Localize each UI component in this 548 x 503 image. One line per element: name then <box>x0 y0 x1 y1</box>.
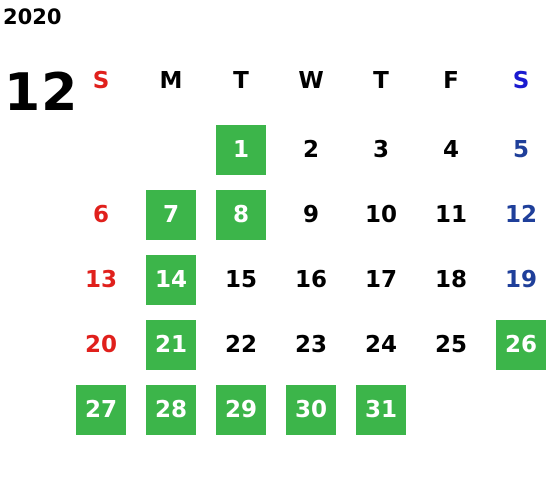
day-cell: 17 <box>364 267 397 293</box>
day-cell: 16 <box>294 267 327 293</box>
weekday-monday: M <box>159 68 183 94</box>
day-cell: 27 <box>76 385 126 435</box>
day-cell: 19 <box>504 267 537 293</box>
day-cell: 7 <box>146 190 196 240</box>
day-cell: 30 <box>286 385 336 435</box>
day-cell: 15 <box>224 267 257 293</box>
day-cell: 31 <box>356 385 406 435</box>
weekday-friday: F <box>443 68 459 94</box>
day-cell: 28 <box>146 385 196 435</box>
day-cell: 10 <box>364 202 397 228</box>
day-cell: 26 <box>496 320 546 370</box>
day-cell: 13 <box>84 267 117 293</box>
weekday-wednesday: W <box>298 68 324 94</box>
day-cell: 4 <box>442 137 459 163</box>
day-cell: 22 <box>224 332 257 358</box>
day-cell: 5 <box>512 137 529 163</box>
day-cell: 20 <box>84 332 117 358</box>
month-number: 12 <box>4 63 79 123</box>
day-cell: 18 <box>434 267 467 293</box>
weekday-saturday: S <box>512 68 530 94</box>
day-cell: 24 <box>364 332 397 358</box>
day-cell: 2 <box>302 137 319 163</box>
weekday-tuesday: T <box>233 68 249 94</box>
day-cell: 11 <box>434 202 467 228</box>
day-cell: 12 <box>504 202 537 228</box>
day-cell: 8 <box>216 190 266 240</box>
day-cell: 6 <box>92 202 109 228</box>
day-cell: 9 <box>302 202 319 228</box>
weekday-sunday: S <box>92 68 110 94</box>
day-cell: 21 <box>146 320 196 370</box>
weekday-thursday: T <box>373 68 389 94</box>
day-cell: 3 <box>372 137 389 163</box>
day-cell: 23 <box>294 332 327 358</box>
day-cell: 14 <box>146 255 196 305</box>
day-cell: 29 <box>216 385 266 435</box>
day-cell: 25 <box>434 332 467 358</box>
day-cell: 1 <box>216 125 266 175</box>
year-label: 2020 <box>3 5 62 29</box>
